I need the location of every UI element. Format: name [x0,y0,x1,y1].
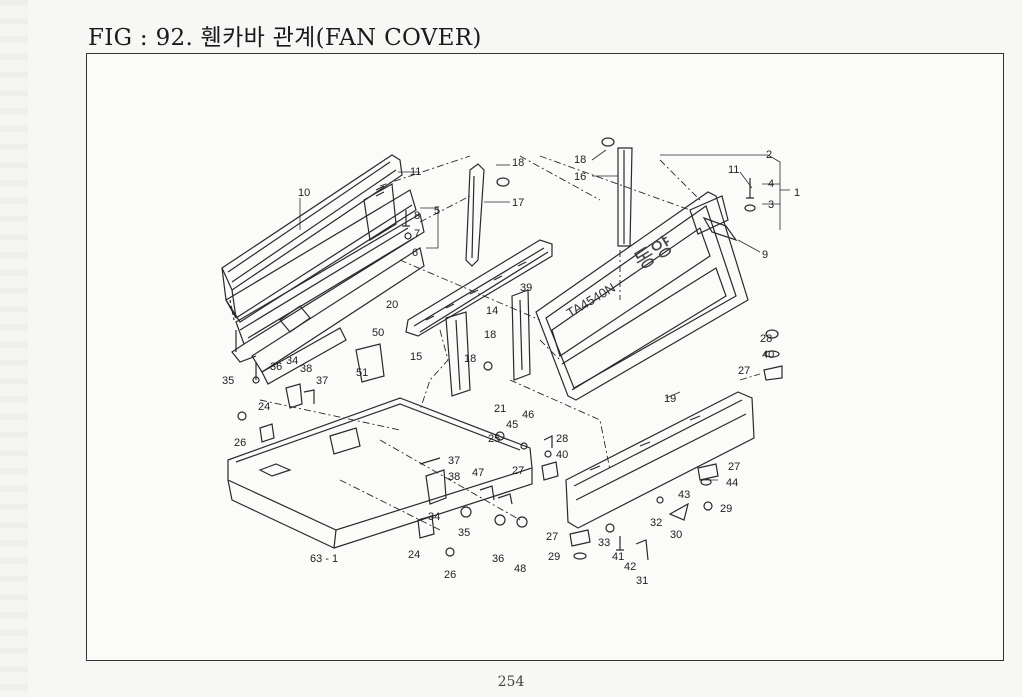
lower-cross-member-19 [565,391,755,529]
callout-46: 46 [522,409,534,421]
callout-3: 3 [768,199,774,211]
base-frame-63-1 [227,397,533,549]
page-number: 254 [497,674,525,690]
callout-25: 25 [488,433,500,445]
callout-18c: 18 [484,329,496,341]
side-trim-17 [465,163,485,267]
callout-34b: 34 [428,511,440,523]
callout-27b: 27 [512,465,524,477]
callout-43: 43 [678,489,690,501]
binding-margin [0,0,28,697]
callout-29a: 29 [720,503,732,515]
callout-37b: 37 [448,455,460,467]
callout-51: 51 [356,367,368,379]
callout-44: 44 [726,477,738,489]
callout-27c: 27 [728,461,740,473]
callout-19: 19 [664,393,676,405]
callout-27d: 27 [546,531,558,543]
callout-40b: 40 [556,449,568,461]
callout-26b: 26 [444,569,456,581]
callout-47: 47 [472,467,484,479]
callout-6: 6 [412,247,418,259]
callout-35b: 35 [458,527,470,539]
callout-63-1: 63 - 1 [310,553,338,565]
leader-lines [299,149,790,481]
callout-45: 45 [506,419,518,431]
bracket-39 [511,289,531,381]
callout-17: 17 [512,197,524,209]
callout-16: 16 [574,171,586,183]
grille-fasteners [744,178,756,212]
callout-21: 21 [494,403,506,415]
callout-18a: 18 [512,157,524,169]
bracket-15 [445,311,471,397]
callout-34a: 34 [286,355,298,367]
callout-31: 31 [636,575,648,587]
callout-7: 7 [414,228,420,240]
exploded-view-lines [259,155,761,531]
callout-11a: 11 [410,166,421,178]
callout-39: 39 [520,282,532,294]
callout-50: 50 [372,327,384,339]
callout-14: 14 [486,305,498,317]
callout-11b: 11 [728,164,739,176]
callout-18b: 18 [574,154,586,166]
callout-18d: 18 [464,353,476,365]
callout-32: 32 [650,517,662,529]
callout-35a: 35 [222,375,234,387]
callout-8: 8 [414,210,420,222]
callout-15: 15 [410,351,422,363]
fan-cover-upper-left [221,154,425,385]
callout-42: 42 [624,561,636,573]
callout-9: 9 [762,249,768,261]
callout-28b: 28 [556,433,568,445]
diagram-frame [86,53,1004,661]
callout-28a: 28 [760,333,772,345]
callout-29b: 29 [548,551,560,563]
callout-37a: 37 [316,375,328,387]
callout-48: 48 [514,563,526,575]
callout-5: 5 [434,205,440,217]
left-panel-fasteners [363,183,412,241]
callout-33: 33 [598,537,610,549]
callout-40a: 40 [762,349,774,361]
callout-20: 20 [386,299,398,311]
callout-27a: 27 [738,365,750,377]
small-hardware [237,329,783,561]
front-grille [535,191,749,401]
figure-title: FIG : 92. 휀카바 관계(FAN COVER) [88,25,482,51]
callout-30: 30 [670,529,682,541]
grille-logo-text: 동양 [630,233,678,275]
callout-2: 2 [766,149,772,161]
callout-1: 1 [794,187,800,199]
callout-38a: 38 [300,363,312,375]
callout-38b: 38 [448,471,460,483]
callout-26a: 26 [234,437,246,449]
callout-10: 10 [298,187,310,199]
callout-24a: 24 [258,401,270,413]
upright-16 [601,137,633,247]
callout-36a: 36 [270,361,282,373]
callout-41: 41 [612,551,624,563]
callout-4: 4 [768,178,774,190]
callout-36b: 36 [492,553,504,565]
callout-24b: 24 [408,549,420,561]
